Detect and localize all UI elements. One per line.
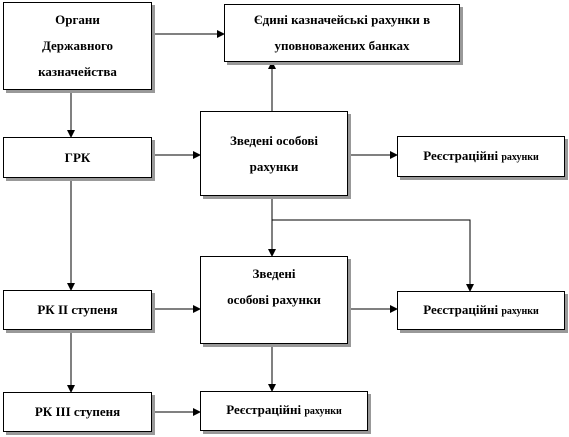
box-organy-derzhavnoho-kaznacheystva: Органи Державного казначейства — [3, 2, 152, 90]
box-reyestr3-label: Реєстраційні рахунки — [226, 397, 342, 425]
box-reyestr2-small: рахунки — [501, 305, 539, 317]
box-yedyni-line-2: уповноважених банках — [274, 38, 410, 53]
box-zvedeni2-line-2: особові рахунки — [227, 292, 321, 307]
box-reyestratsiyni-rakhunky-1: Реєстраційні рахунки — [397, 136, 565, 177]
box-organy-line-3: казначейства — [38, 64, 117, 79]
box-zvedeni2-line-1: Зведені — [252, 266, 296, 281]
box-reyestr3-small: рахунки — [304, 406, 342, 417]
box-reyestr2-label: Реєстраційні рахунки — [423, 297, 539, 325]
box-reyestr3-main: Реєстраційні — [226, 402, 305, 417]
box-zvedeni1-line-1: Зведені особові — [229, 132, 319, 148]
box-yedyni-kaznacheyski-rakhunky: Єдині казначейські рахунки в уповноважен… — [224, 4, 460, 62]
box-grk: ГРК — [3, 137, 152, 178]
box-rk2-label: РК II ступеня — [37, 302, 118, 317]
box-reyestr1-small: рахунки — [501, 151, 539, 163]
box-organy-line-1: Органи — [55, 12, 100, 27]
box-zvedeni1-line-2: рахунки — [249, 158, 299, 174]
box-reyestratsiyni-rakhunky-2: Реєстраційні рахунки — [397, 291, 565, 330]
box-reyestr2-main: Реєстраційні — [423, 301, 502, 317]
box-rk-ii-stupenya: РК II ступеня — [3, 290, 152, 330]
box-reyestratsiyni-rakhunky-3: Реєстраційні рахунки — [200, 391, 368, 431]
arrow-zvedeni1-to-reyestr2 — [272, 219, 474, 292]
box-zvedeni-osobovi-rakhunky-1: Зведені особові рахунки — [200, 111, 348, 196]
box-reyestr1-label: Реєстраційні рахунки — [423, 143, 539, 171]
box-organy-line-2: Державного — [41, 38, 114, 53]
box-yedyni-line-1: Єдині казначейські рахунки в — [253, 12, 431, 27]
box-rk3-label: РК III ступеня — [34, 404, 121, 419]
box-rk-iii-stupenya: РК III ступеня — [3, 392, 152, 432]
box-reyestr1-main: Реєстраційні — [423, 147, 502, 163]
box-grk-label: ГРК — [64, 149, 91, 165]
box-zvedeni-osobovi-rakhunky-2: Зведені особові рахунки — [200, 256, 348, 344]
